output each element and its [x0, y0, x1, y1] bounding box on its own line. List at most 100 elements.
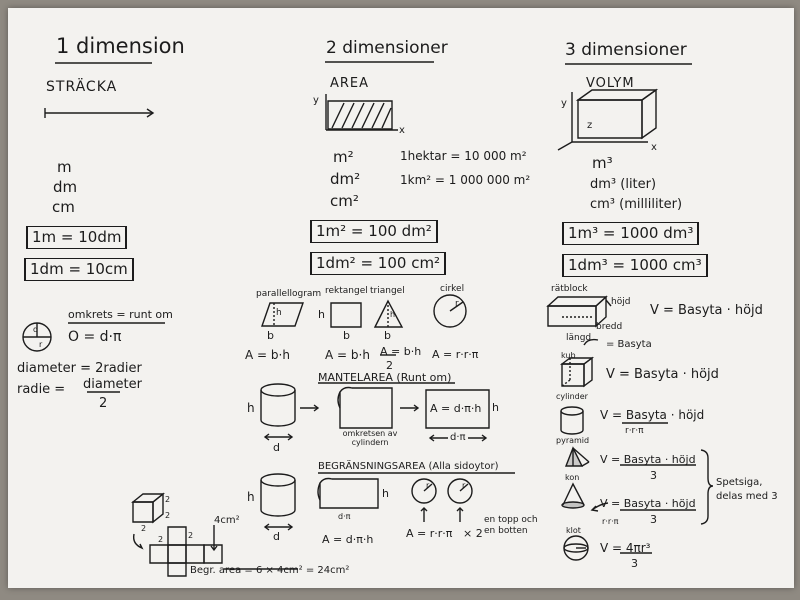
- cube-net: [150, 525, 222, 576]
- mantel-note: omkretsen av cylindern: [342, 429, 398, 447]
- kon-label: kon: [565, 473, 580, 482]
- pyramid-formula-num: V = Basyta · höjd: [600, 453, 696, 466]
- begr-title: BEGRÄNSNINGSAREA (Alla sidoytor): [318, 461, 499, 472]
- col2-heading: AREA: [330, 76, 370, 91]
- col1-conv-box-1: 1m = 10dm: [26, 226, 128, 249]
- spetsiga-note: Spetsiga, delas med 3: [716, 477, 778, 502]
- volume-axis-z: z: [587, 120, 593, 131]
- pyramid-formula-den: 3: [650, 469, 657, 482]
- parallelogram-label: parallellogram: [256, 289, 322, 299]
- begr-formula-2: A = r·r·π: [406, 527, 453, 540]
- mantel-box-h: h: [492, 401, 499, 414]
- begr-unrolled: [318, 479, 378, 509]
- triangle-b: b: [384, 329, 391, 342]
- mantel-box-formula: A = d·π·h: [430, 402, 482, 415]
- cylinder-base-rrpi: r·r·π: [625, 426, 644, 436]
- radie-denominator: 2: [99, 396, 108, 411]
- ratblock-sketch: [548, 297, 611, 345]
- radie-label: radie =: [17, 382, 66, 397]
- col3-conv-box-1: 1m³ = 1000 dm³: [562, 222, 700, 245]
- begr-lid-r-1: r: [426, 481, 430, 490]
- circle-label: cirkel: [440, 284, 465, 294]
- col3-conv-box-2: 1dm³ = 1000 cm³: [562, 254, 708, 277]
- begr-times-two: × 2: [463, 527, 483, 540]
- rectangle-b: b: [343, 329, 350, 342]
- cube-edge-3: 2: [141, 524, 147, 533]
- omkrets-label: omkrets = runt om: [68, 308, 173, 321]
- triangle-formula-den: 2: [386, 359, 393, 372]
- volume-axis-y: y: [561, 98, 567, 109]
- unit-cm: cm: [52, 198, 75, 216]
- parallelogram-formula: A = b·h: [245, 348, 290, 362]
- triangle-label: triangel: [370, 286, 405, 296]
- klot-formula-num: V = 4πr³: [600, 541, 651, 555]
- unit-dm2: dm²: [330, 170, 361, 188]
- ratblock-formula: V = Basyta · höjd: [650, 303, 763, 318]
- col3-heading: VOLYM: [586, 76, 635, 91]
- begr-note: en topp och en botten: [484, 515, 538, 536]
- mantel-width-label: d·π: [448, 432, 468, 443]
- cube-edge-1: 2: [165, 495, 171, 504]
- begr-lid-r-2: r: [462, 481, 466, 490]
- volume-box: [558, 90, 656, 150]
- distance-arrow: [45, 108, 153, 118]
- net-edge-1: 2: [158, 535, 164, 544]
- rectangle-formula: A = b·h: [325, 348, 370, 362]
- triangle-sketch: [375, 301, 402, 327]
- cylinder-sketch-col3: [561, 407, 583, 434]
- col2-conv-box-1: 1m² = 100 dm²: [310, 220, 438, 243]
- cylinder-formula: V = Basyta · höjd: [600, 408, 705, 422]
- klot-label: klot: [566, 526, 581, 535]
- rectangle-label: rektangel: [325, 286, 368, 296]
- radie-numerator: diameter: [83, 377, 142, 392]
- omkrets-formula: O = d·π: [68, 329, 122, 345]
- spetsiga-brace: [701, 450, 713, 524]
- cube-sketch-col3: [562, 358, 592, 386]
- unit-dm: dm: [53, 178, 78, 196]
- kon-formula-num: V = Basyta · höjd: [600, 497, 696, 510]
- parallelogram-sketch: [262, 303, 303, 326]
- col2-title: 2 dimensioner: [326, 38, 448, 58]
- mantel-h: h: [247, 401, 255, 415]
- hojd-label: höjd: [611, 297, 631, 307]
- mantel-cylinder: [261, 384, 318, 440]
- net-edge-2: 2: [188, 531, 194, 540]
- unit-dm3: dm³ (liter): [590, 177, 657, 192]
- unit-cm3: cm³ (milliliter): [590, 197, 683, 212]
- ratblock-label: rätblock: [551, 284, 588, 294]
- col1-title: 1 dimension: [56, 34, 185, 58]
- pyramid-label: pyramid: [556, 436, 590, 445]
- circle-r: r: [455, 299, 459, 309]
- col1-heading: STRÄCKA: [46, 79, 118, 95]
- kon-base-rrpi: r·r·π: [602, 517, 619, 526]
- kub-formula: V = Basyta · höjd: [606, 367, 719, 382]
- pyramid-sketch: [566, 448, 589, 466]
- begr-unrolled-width: d·π: [338, 512, 351, 521]
- begr-unrolled-h: h: [382, 487, 389, 500]
- unit-cm2: cm²: [330, 192, 359, 210]
- mantel-unrolled: [338, 388, 418, 429]
- cube-edge-2: 2: [165, 511, 171, 520]
- parallelogram-b: b: [267, 329, 274, 342]
- triangle-h: h: [390, 310, 396, 319]
- mantel-d: d: [273, 441, 280, 454]
- diameter-line: diameter = 2radier: [17, 361, 142, 376]
- begr-h: h: [247, 490, 255, 504]
- klot-sketch: [564, 536, 588, 560]
- circle-formula: A = r·r·π: [432, 348, 479, 361]
- area-axis-y: y: [313, 95, 319, 106]
- cylinder-label: cylinder: [556, 392, 588, 401]
- kub-label: kub: [561, 351, 576, 360]
- parallelogram-h: h: [276, 308, 282, 318]
- kon-formula-den: 3: [650, 513, 657, 526]
- langd-label: längd: [566, 333, 592, 343]
- begr-formula-1: A = d·π·h: [322, 533, 374, 546]
- circle-diameter-sketch: [23, 323, 51, 351]
- col1-conv-box-2: 1dm = 10cm: [24, 258, 134, 281]
- kon-sketch: [562, 484, 608, 511]
- cube-area-label: 4cm²: [214, 515, 240, 526]
- small-cube: [133, 494, 163, 548]
- begr-d: d: [273, 530, 280, 543]
- bredd-label: bredd: [596, 322, 623, 332]
